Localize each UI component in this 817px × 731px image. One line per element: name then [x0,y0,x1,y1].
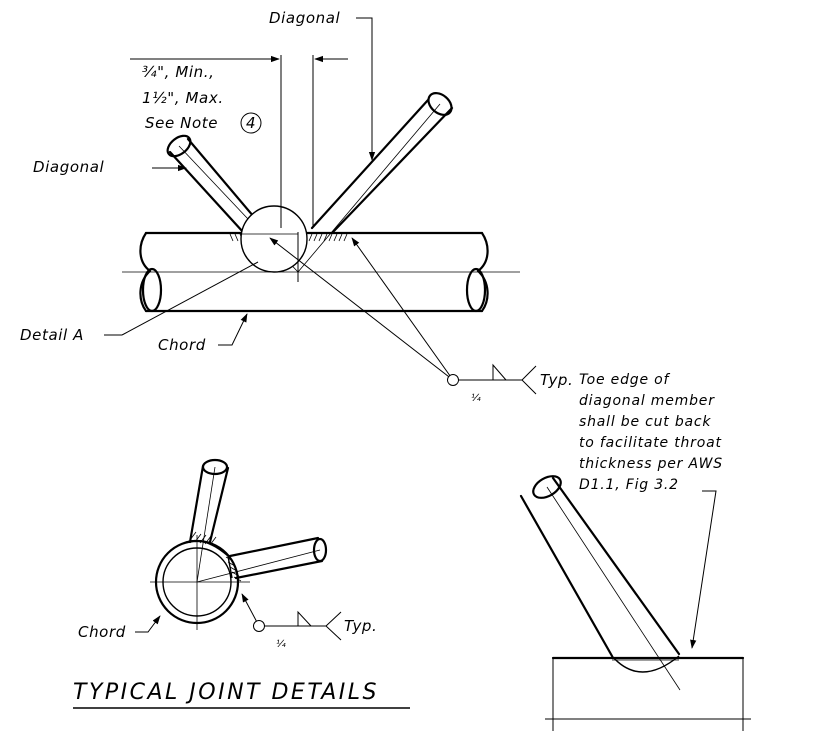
note-line-2: diagonal member [579,393,715,409]
detail-a-circle [240,205,308,273]
diagonal-top-label: Diagonal [269,9,341,27]
toe-edge-note: Toe edge of diagonal member shall be cut… [579,372,723,493]
note-line-3: shall be cut back [579,414,711,430]
diagonal-left-label: Diagonal [33,158,105,176]
note-line-6: D1.1, Fig 3.2 [579,477,679,493]
max-dimension-label: 1½", Max. [142,89,224,107]
weld-size-main: ¼ [471,392,481,404]
weld-symbol-main [269,237,537,395]
note-line-1: Toe edge of [579,372,670,388]
chord-main-label: Chord [158,336,206,354]
toe-detail-view [519,475,751,731]
chord-small-label: Chord [78,623,126,641]
typ-small-label: Typ. [344,617,377,635]
detail-a-label: Detail A [20,326,84,344]
drawing-title: TYPICAL JOINT DETAILS [73,680,379,705]
note-number-circle [240,112,262,134]
gap-dimension [130,55,348,228]
weld-size-small: ¼ [276,638,286,650]
main-joint-view [104,17,537,395]
right-diagonal-tube [297,92,454,273]
typ-main-label: Typ. [540,371,573,389]
weld-symbol-small [241,593,342,641]
note-number: 4 [246,114,256,132]
note-line-4: to facilitate throat [579,435,722,451]
min-dimension-label: ¾", Min., [142,63,215,81]
section-view [135,458,342,641]
note-line-5: thickness per AWS [579,456,723,472]
see-note-label: See Note [145,114,218,132]
